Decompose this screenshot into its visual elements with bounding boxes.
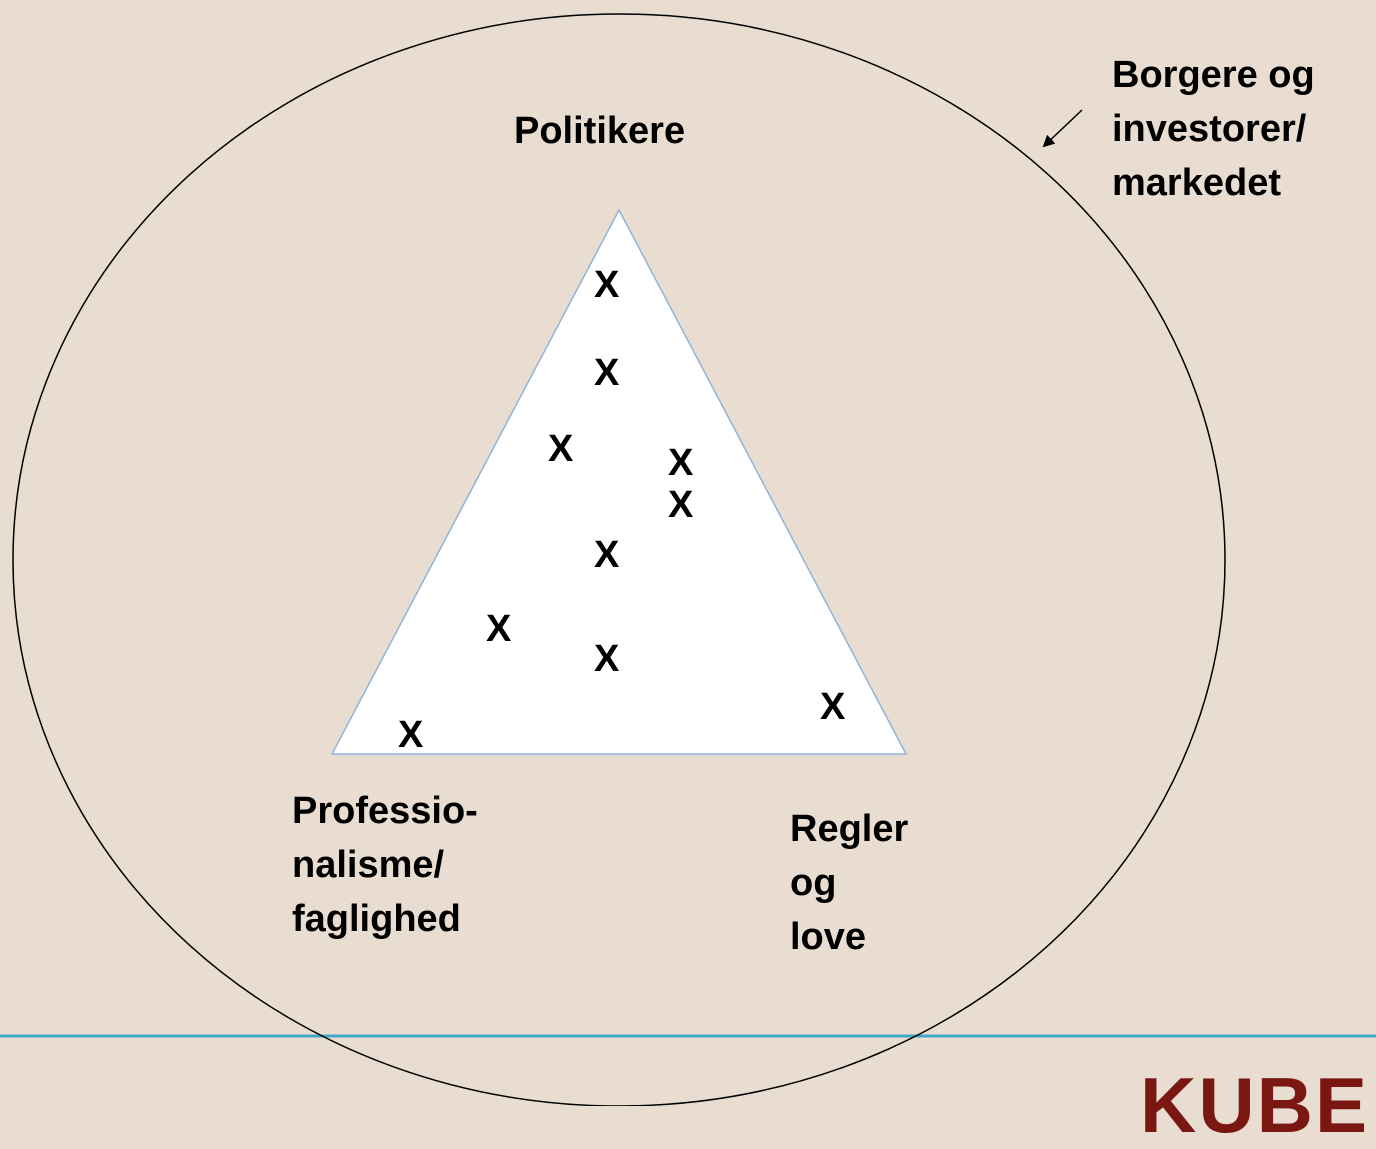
apex-label: Politikere	[514, 104, 685, 158]
outer-label-line: investorer/	[1112, 108, 1307, 150]
right-corner-label-line: Regler	[790, 808, 909, 850]
left-corner-label-line: Professio-	[292, 790, 478, 832]
inner-triangle	[330, 208, 908, 755]
x-mark: X	[594, 264, 620, 306]
x-mark: X	[486, 608, 512, 650]
outer-label: Borgere og investorer/ markedet	[1112, 48, 1315, 210]
kube-logo: KUBE	[1140, 1061, 1370, 1149]
x-mark: X	[398, 714, 424, 756]
x-mark: X	[594, 534, 620, 576]
x-mark: X	[594, 352, 620, 394]
left-corner-label: Professio- nalisme/ faglighed	[292, 784, 478, 946]
outer-label-line: Borgere og	[1112, 54, 1315, 96]
right-corner-label: Regler og love	[790, 802, 908, 964]
left-corner-label-line: faglighed	[292, 898, 461, 940]
x-mark: X	[594, 638, 620, 680]
outer-label-line: markedet	[1112, 162, 1281, 204]
apex-label-text: Politikere	[514, 110, 686, 152]
diagram-canvas	[0, 13, 1376, 1106]
outer-label-arrow	[1042, 109, 1083, 148]
right-corner-label-line: love	[790, 916, 867, 958]
x-mark: X	[668, 484, 694, 526]
x-mark: X	[548, 428, 574, 470]
outer-ellipse	[12, 13, 1226, 1106]
right-corner-label-line: og	[790, 862, 837, 904]
x-mark: X	[668, 442, 694, 484]
x-mark: X	[820, 686, 846, 728]
left-corner-label-line: nalisme/	[292, 844, 445, 886]
